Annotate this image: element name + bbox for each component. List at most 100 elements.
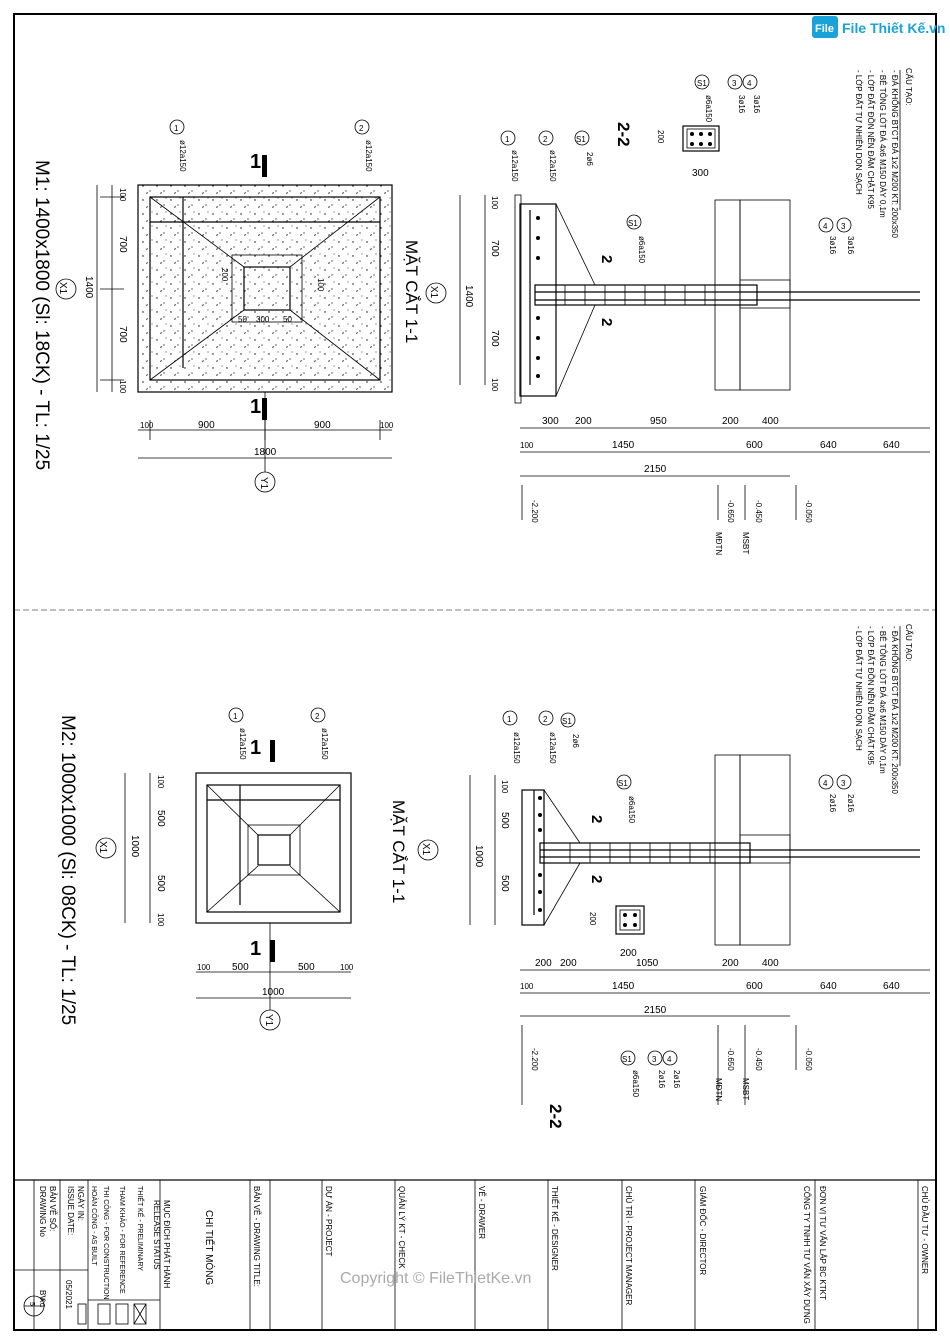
svg-text:1450: 1450 — [612, 981, 635, 992]
svg-text:2: 2 — [543, 135, 548, 144]
svg-text:NGÀY IN:: NGÀY IN: — [76, 1186, 85, 1221]
svg-text:100: 100 — [118, 380, 127, 394]
svg-text:100: 100 — [490, 196, 499, 210]
svg-text:Y1: Y1 — [263, 1014, 274, 1027]
svg-text:MỤC ĐÍCH PHÁT HÀNH: MỤC ĐÍCH PHÁT HÀNH — [162, 1200, 171, 1289]
svg-text:-0.450: -0.450 — [754, 1048, 763, 1071]
svg-text:100: 100 — [340, 963, 354, 972]
svg-text:-2.200: -2.200 — [530, 500, 539, 523]
svg-text:THIẾT KẾ - PRELIMINARY: THIẾT KẾ - PRELIMINARY — [136, 1186, 146, 1271]
svg-text:-0.050: -0.050 — [804, 1048, 813, 1071]
svg-text:900: 900 — [314, 420, 331, 431]
svg-text:500: 500 — [232, 962, 249, 973]
svg-text:200: 200 — [560, 958, 577, 969]
svg-text:3: 3 — [732, 79, 737, 88]
svg-text:ø6a150: ø6a150 — [637, 236, 646, 264]
svg-text:GIÁM ĐỐC - DIRECTOR: GIÁM ĐỐC - DIRECTOR — [698, 1186, 708, 1275]
svg-text:S1: S1 — [622, 1055, 632, 1064]
svg-text:1050: 1050 — [636, 958, 659, 969]
svg-text:1400: 1400 — [83, 276, 94, 299]
svg-text:BẢN VẼ SỐ:: BẢN VẼ SỐ: — [48, 1186, 58, 1231]
svg-text:200: 200 — [722, 416, 739, 427]
svg-text:1000: 1000 — [262, 987, 285, 998]
title-block: CHỦ ĐẦU TƯ - OWNER ĐƠN VỊ TƯ VẤN LẬP BC … — [13, 1179, 937, 1331]
svg-text:Y1: Y1 — [258, 477, 269, 490]
svg-text:BẢN VẼ - DRAWING TITLE:: BẢN VẼ - DRAWING TITLE: — [252, 1186, 261, 1287]
svg-text:- ĐÁ KHỐNG BTCT ĐÁ 1x2 M200 KT: - ĐÁ KHỐNG BTCT ĐÁ 1x2 M200 KT: 200x350 — [890, 70, 900, 238]
svg-text:MSBT: MSBT — [741, 532, 750, 554]
svg-text:100: 100 — [316, 278, 325, 292]
svg-text:CHI TIẾT MÓNG: CHI TIẾT MÓNG — [203, 1210, 216, 1285]
svg-text:100: 100 — [156, 913, 165, 927]
svg-text:640: 640 — [883, 981, 900, 992]
foundation-m1: M1: 1400x1800 (Sl: 18CK) - TL: 1/25 100 … — [31, 68, 930, 555]
svg-text:2150: 2150 — [644, 1005, 667, 1016]
m2-section-22: 2-2 — [546, 1104, 565, 1129]
svg-text:05/2021: 05/2021 — [64, 1280, 73, 1309]
svg-text:X1: X1 — [57, 282, 68, 295]
svg-text:THAM KHẢO - FOR REFERENCE: THAM KHẢO - FOR REFERENCE — [118, 1186, 127, 1294]
svg-text:3: 3 — [652, 1055, 657, 1064]
svg-text:1450: 1450 — [612, 440, 635, 451]
m2-title: M2: 1000x1000 (Sl: 08CK) - TL: 1/25 — [57, 715, 78, 1025]
svg-text:2: 2 — [588, 875, 605, 883]
svg-text:ISSUE DATE:: ISSUE DATE: — [66, 1186, 75, 1235]
svg-text:BV: BV — [38, 1290, 47, 1301]
svg-text:ø12a150: ø12a150 — [512, 732, 521, 764]
svg-text:2ø16: 2ø16 — [657, 1070, 666, 1089]
svg-text:File Thiết Kế.vn: File Thiết Kế.vn — [842, 20, 945, 36]
svg-text:640: 640 — [820, 981, 837, 992]
svg-text:ĐƠN VỊ TƯ VẤN LẬP BC KTKT: ĐƠN VỊ TƯ VẤN LẬP BC KTKT — [818, 1186, 828, 1300]
svg-text:100: 100 — [156, 775, 165, 789]
svg-text:- BÊ TÔNG LÓT ĐÁ 4x6 M150 DÀY: - BÊ TÔNG LÓT ĐÁ 4x6 M150 DÀY 0,1m — [878, 626, 887, 774]
svg-text:-0.650: -0.650 — [726, 1048, 735, 1071]
svg-text:2ø16: 2ø16 — [672, 1070, 681, 1089]
svg-text:300: 300 — [692, 168, 709, 179]
svg-text:ø12a150: ø12a150 — [178, 140, 187, 172]
svg-text:1: 1 — [250, 396, 261, 418]
svg-text:500: 500 — [499, 875, 510, 892]
svg-text:THI CÔNG - FOR CONSTRUCTION: THI CÔNG - FOR CONSTRUCTION — [102, 1186, 111, 1300]
svg-text:- LỚP ĐẤT ĐỒN NỀN ĐẦM CHẶT K95: - LỚP ĐẤT ĐỒN NỀN ĐẦM CHẶT K95 — [866, 626, 876, 765]
svg-text:S1: S1 — [697, 79, 707, 88]
svg-text:2: 2 — [315, 712, 320, 721]
svg-text:3ø16: 3ø16 — [752, 95, 761, 114]
svg-text:- LỚP ĐẤT TỰ NHIÊN DỌN SẠCH: - LỚP ĐẤT TỰ NHIÊN DỌN SẠCH — [854, 70, 864, 195]
m2-section-title: MẶT CẮT 1-1 — [389, 800, 408, 903]
svg-text:500: 500 — [155, 810, 166, 827]
m1-beam-detail: 300 200 S1 ø6a150 3 4 3ø16 3ø16 — [656, 74, 761, 179]
svg-text:MĐTN: MĐTN — [714, 532, 723, 555]
svg-text:200: 200 — [588, 912, 597, 926]
svg-text:200: 200 — [722, 958, 739, 969]
svg-text:200: 200 — [535, 958, 552, 969]
svg-text:1: 1 — [507, 715, 512, 724]
svg-text:2: 2 — [359, 124, 364, 133]
svg-text:200: 200 — [656, 130, 665, 144]
svg-text:4: 4 — [823, 222, 828, 231]
svg-text:4: 4 — [747, 79, 752, 88]
svg-text:640: 640 — [820, 440, 837, 451]
svg-text:5: 5 — [28, 1302, 35, 1306]
svg-text:CÔNG TY TNHH TƯ VẤN XÂY DỰNG: CÔNG TY TNHH TƯ VẤN XÂY DỰNG — [802, 1186, 812, 1324]
svg-text:HOÀN CÔNG - AS BUILT: HOÀN CÔNG - AS BUILT — [90, 1186, 99, 1266]
watermark-logo: File File Thiết Kế.vn — [812, 16, 945, 38]
svg-text:2ø6: 2ø6 — [585, 152, 594, 166]
svg-text:2: 2 — [598, 318, 615, 326]
svg-text:200: 200 — [575, 416, 592, 427]
svg-text:X1: X1 — [428, 286, 439, 299]
svg-text:1000: 1000 — [129, 835, 140, 858]
svg-text:CẤU TẠO:: CẤU TẠO: — [904, 68, 914, 106]
m2-notes: CẤU TẠO: - ĐÁ KHỐNG BTCT ĐÁ 1x2 M200 KT:… — [854, 624, 914, 794]
svg-text:4: 4 — [823, 779, 828, 788]
svg-text:QUẢN LÝ KT - CHECK: QUẢN LÝ KT - CHECK — [397, 1186, 406, 1269]
svg-text:3ø16: 3ø16 — [846, 236, 855, 255]
svg-text:500: 500 — [499, 812, 510, 829]
svg-text:- LỚP ĐẤT ĐỒN NỀN ĐẦM CHẶT K95: - LỚP ĐẤT ĐỒN NỀN ĐẦM CHẶT K95 — [866, 70, 876, 209]
svg-text:2: 2 — [543, 715, 548, 724]
m2-plan: 100 500 500 100 1000 X1 100 500 500 100 … — [95, 707, 408, 1031]
svg-text:3ø16: 3ø16 — [737, 95, 746, 114]
svg-text:100: 100 — [490, 378, 499, 392]
svg-text:3ø16: 3ø16 — [828, 236, 837, 255]
svg-text:ø12a150: ø12a150 — [510, 150, 519, 182]
svg-text:ø6a150: ø6a150 — [704, 95, 713, 123]
